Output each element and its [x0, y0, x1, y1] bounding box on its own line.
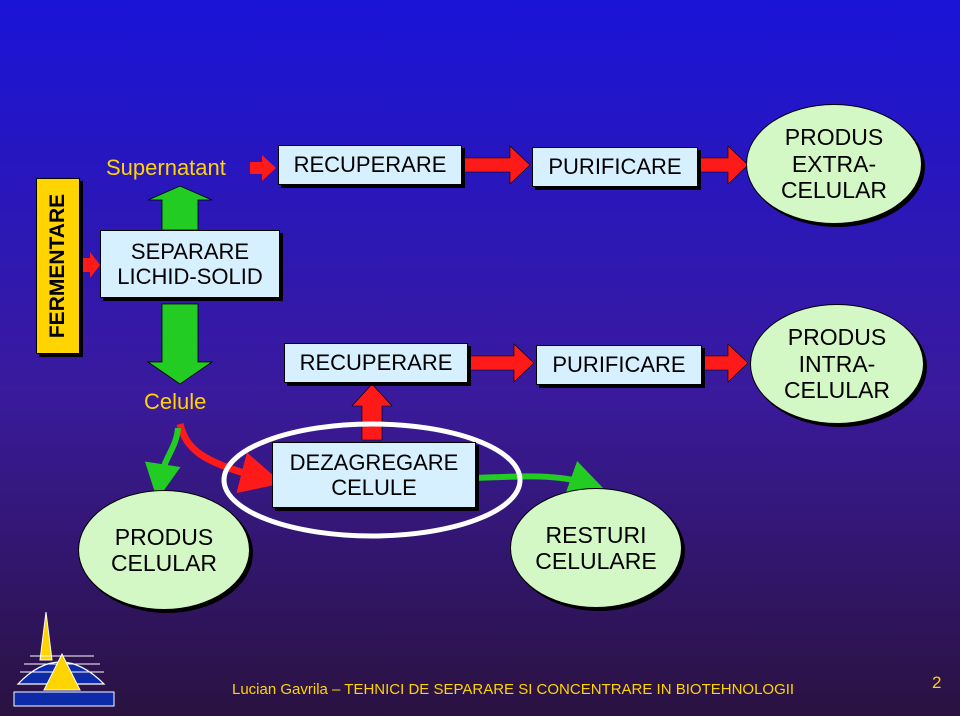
recuperare-top-box: RECUPERARE	[278, 145, 462, 185]
separare-text: SEPARARE LICHID-SOLID	[117, 238, 263, 289]
fermentare-box: FERMENTARE	[36, 178, 80, 354]
dezagregare-celule-box: DEZAGREGARE CELULE	[272, 442, 476, 508]
arrow-dezagregare-recuperare	[351, 383, 393, 441]
produs-extracelular-ellipse: PRODUS EXTRA- CELULAR	[746, 104, 922, 224]
footer-text: Lucian Gavrila – TEHNICI DE SEPARARE SI …	[232, 681, 795, 698]
produs-intracelular-ellipse: PRODUS INTRA- CELULAR	[750, 304, 924, 424]
arrow-purificare-intra	[703, 343, 749, 383]
purificare-top-box: PURIFICARE	[532, 147, 698, 187]
arrow-fermentare-separare	[82, 252, 100, 278]
arrow-down-celule	[146, 303, 214, 385]
recuperare-top-text: RECUPERARE	[293, 152, 447, 178]
arrow-supernatant-recuperare	[250, 155, 276, 181]
arrow-celule-produs-celular	[144, 427, 181, 500]
page-number: 2	[932, 673, 942, 692]
purificare-mid-text: PURIFICARE	[552, 352, 686, 378]
arrow-celule-dezagregare	[176, 423, 283, 494]
resturi-celulare-ellipse: RESTURI CELULARE	[510, 488, 682, 608]
recuperare-mid-box: RECUPERARE	[284, 343, 468, 383]
dezagregare-highlight-ring	[221, 421, 523, 539]
purificare-mid-box: PURIFICARE	[536, 345, 702, 385]
recuperare-mid-text: RECUPERARE	[299, 350, 453, 376]
produs-extra-text: PRODUS EXTRA- CELULAR	[780, 124, 888, 204]
arrow-recuperare-purificare-top	[463, 145, 531, 185]
celule-label: Celule	[144, 389, 207, 414]
arrow-up-supernatant	[147, 185, 213, 231]
produs-celular-ellipse: PRODUS CELULAR	[78, 490, 250, 610]
university-logo	[13, 611, 115, 707]
resturi-text: RESTURI CELULARE	[535, 521, 657, 574]
arrow-purificare-extra	[699, 145, 749, 185]
produs-intra-text: PRODUS INTRA- CELULAR	[783, 324, 891, 404]
produs-celular-text: PRODUS CELULAR	[110, 523, 218, 576]
arrow-recuperare-purificare-mid	[469, 343, 535, 383]
arrow-dezagregare-resturi	[475, 461, 605, 495]
purificare-top-text: PURIFICARE	[548, 154, 682, 180]
fermentare-label: FERMENTARE	[46, 193, 69, 339]
separare-lichid-solid-box: SEPARARE LICHID-SOLID	[100, 230, 280, 298]
dezagregare-text: DEZAGREGARE CELULE	[289, 449, 459, 500]
supernatant-label: Supernatant	[106, 155, 226, 180]
